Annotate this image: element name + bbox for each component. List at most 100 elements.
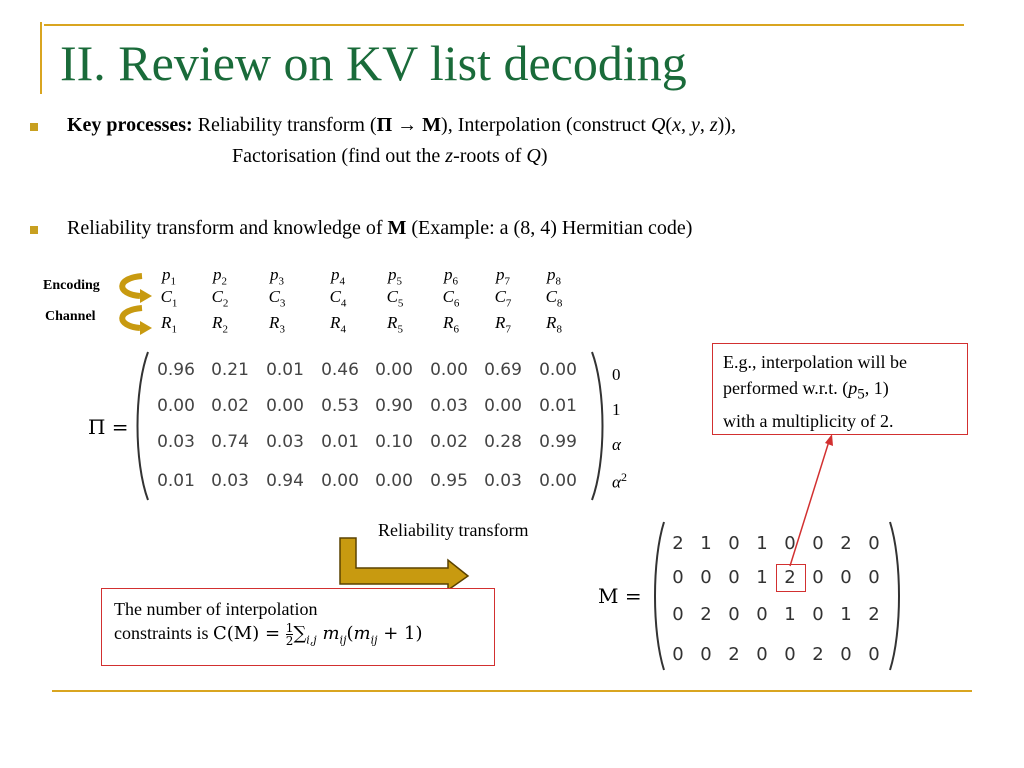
m-matrix-cell: 0 (840, 567, 852, 588)
m-matrix-cell: 2 (868, 604, 880, 625)
pi-matrix-label: Π = (88, 415, 129, 439)
c-symbol-letter: C (160, 287, 172, 306)
r-symbol: R3 (257, 313, 297, 335)
pi-matrix-cell: 0.95 (430, 471, 468, 491)
p-symbol-letter: p (547, 265, 556, 284)
text: (Example: a (8, 4) Hermitian code) (406, 217, 693, 239)
channel-label: Channel (45, 309, 96, 324)
text: Reliability transform ( (192, 114, 377, 136)
pi-matrix-cell: 0.03 (430, 396, 468, 416)
m-matrix-cell: 1 (756, 533, 768, 554)
r-symbol: R4 (318, 313, 358, 335)
text: , (699, 114, 710, 136)
text: , (680, 114, 691, 136)
callout-line: with a multiplicity of 2. (723, 410, 894, 431)
subscript: 6 (453, 297, 460, 310)
m-matrix-cell: 1 (700, 533, 712, 554)
z-symbol: z (445, 145, 454, 167)
fraction-numerator: 1 (285, 620, 294, 635)
subscript: 1 (170, 275, 177, 288)
footer-divider-line (52, 690, 972, 692)
subscript: 1 (171, 297, 178, 310)
subscript: 5 (857, 386, 865, 403)
m-matrix-cell: 0 (672, 567, 684, 588)
pi-matrix-cell: 0.21 (211, 360, 249, 380)
c-symbol: C3 (257, 287, 297, 309)
m-matrix-cell: 0 (672, 604, 684, 625)
pi-matrix-cell: 0.00 (375, 471, 413, 491)
p-symbol: p4 (318, 265, 358, 287)
subscript: 8 (556, 297, 563, 310)
m-matrix-cell: 0 (784, 644, 796, 665)
row-label-text: α (612, 472, 621, 492)
pi-symbol: Π (376, 114, 393, 136)
q-symbol: Q (526, 145, 541, 167)
c-symbol-letter: C (329, 287, 341, 306)
r-symbol: R1 (149, 313, 189, 335)
p-symbol-letter: p (270, 265, 279, 284)
sum-symbol: ∑ (293, 623, 307, 644)
pi-matrix-cell: 0.53 (321, 396, 359, 416)
pi-matrix-cell: 0.01 (157, 471, 195, 491)
subscript: 3 (279, 297, 286, 310)
subscript: 3 (278, 275, 285, 288)
p-symbol: p (848, 378, 858, 398)
c-symbol: C4 (318, 287, 358, 309)
callout-line: performed w.r.t. (p5, 1) (723, 375, 957, 408)
text: ) (540, 145, 548, 167)
subscript: 5 (396, 275, 403, 288)
text: Factorisation (find out the (232, 145, 446, 167)
pi-matrix-cell: 0.28 (484, 432, 522, 452)
callout-line: The number of interpolation (114, 599, 318, 619)
sum-subscript: i,j (306, 633, 317, 647)
c-symbol: C7 (483, 287, 523, 309)
m-term: m (353, 623, 371, 644)
pi-matrix-cell: 0.00 (375, 360, 413, 380)
p-symbol-letter: p (331, 265, 340, 284)
title-accent-vertical-line (40, 22, 42, 94)
pi-matrix-cell: 0.46 (321, 360, 359, 380)
r-symbol-letter: R (330, 313, 341, 332)
bullet-square-icon (30, 226, 38, 234)
subscript: 3 (279, 323, 285, 336)
p-symbol: p2 (200, 265, 240, 287)
m-matrix-cell: 0 (700, 644, 712, 665)
term-subscript: ij (370, 633, 378, 647)
row-label-text: α (612, 435, 621, 454)
m-matrix-cell: 1 (756, 567, 768, 588)
pi-row-label: α (612, 435, 621, 455)
pi-matrix-brackets (136, 351, 604, 501)
subscript: 5 (397, 297, 404, 310)
r-symbol-letter: R (269, 313, 280, 332)
c-symbol-letter: C (494, 287, 506, 306)
title-accent-top-line (44, 24, 964, 26)
r-symbol: R6 (431, 313, 471, 335)
pi-matrix-cell: 0.69 (484, 360, 522, 380)
text: Reliability transform and knowledge of (67, 217, 388, 239)
pi-matrix-cell: 0.03 (484, 471, 522, 491)
m-matrix-cell: 0 (756, 604, 768, 625)
m-matrix-cell: 0 (868, 567, 880, 588)
subscript: 2 (222, 323, 228, 336)
constraints-callout: The number of interpolation constraints … (101, 588, 495, 666)
pi-matrix-cell: 0.00 (266, 396, 304, 416)
c-symbol-letter: C (442, 287, 454, 306)
pi-matrix-cell: 0.00 (321, 471, 359, 491)
pi-matrix-cell: 0.00 (157, 396, 195, 416)
r-symbol-letter: R (161, 313, 172, 332)
m-matrix-cell: 2 (812, 644, 824, 665)
fraction-denominator: 2 (285, 633, 294, 648)
c-symbol: C1 (149, 287, 189, 309)
bullet-reliability-transform: Reliability transform and knowledge of M… (67, 217, 692, 240)
reliability-transform-label: Reliability transform (378, 520, 529, 540)
pi-matrix-cell: 0.01 (321, 432, 359, 452)
pi-matrix-cell: 0.99 (539, 432, 577, 452)
subscript: 8 (556, 323, 562, 336)
p-symbol: p8 (534, 265, 574, 287)
pi-row-label: 0 (612, 365, 621, 385)
subscript: 2 (222, 297, 229, 310)
pi-matrix-cell: 0.96 (157, 360, 195, 380)
term-subscript: ij (339, 633, 347, 647)
m-matrix-brackets (654, 521, 900, 671)
pi-matrix-cell: 0.90 (375, 396, 413, 416)
